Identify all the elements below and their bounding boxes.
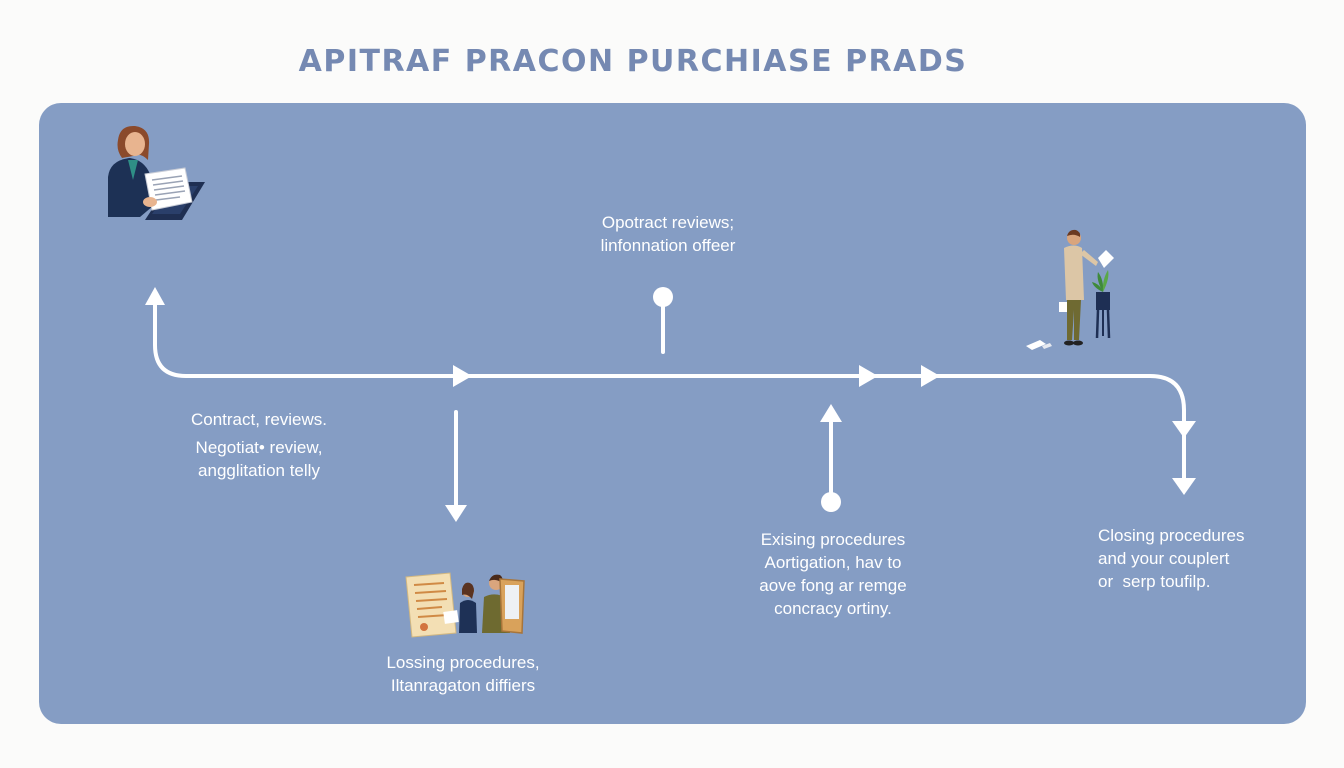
arrow-right-2-icon [859,365,878,387]
label-line: Exising procedures [760,530,906,549]
label-line: or serp toufilp. [1098,572,1211,591]
label-line: Negotiat• review, [195,438,323,457]
node-dot-top [653,287,673,307]
label-top-center: Opotract reviews; linfonnation offeer [568,211,768,257]
man-reading-document-with-plant-icon [1026,229,1114,350]
label-bottom-center: Lossing procedures, Iltanragaton diffier… [363,651,563,697]
two-people-with-documents-icon [405,572,525,638]
label-line: Aortigation, hav to [764,553,902,572]
node-dot-middle [821,492,841,512]
arrow-up-start-icon [145,287,165,305]
main-flow-line [153,298,1186,484]
label-right: Closing procedures and your couplert or … [1098,524,1283,593]
woman-with-laptop-and-document-icon [108,125,205,220]
label-line: aove fong ar remge [759,576,907,595]
arrow-up-branch-icon [820,404,842,422]
label-right-center: Exising procedures Aortigation, hav to a… [733,528,933,620]
label-line: Iltanragaton diffiers [390,676,536,695]
label-line: Opotract reviews; [601,213,735,232]
page-title: APITRAF PRACON PURCHIASE PRADS [298,44,968,79]
label-line: Lossing procedures, [386,653,540,672]
process-panel [39,103,1306,724]
label-line: angglitation telly [198,461,320,480]
arrow-down-right-2-icon [1172,478,1196,495]
label-line: Closing procedures [1098,526,1245,545]
arrow-right-3-icon [921,365,940,387]
label-line: concracy ortiny. [774,599,892,618]
arrow-down-right-1-icon [1172,421,1196,438]
label-left: Contract, reviews. Negotiat• review, ang… [159,406,359,485]
arrow-right-1-icon [453,365,472,387]
label-line: and your couplert [1098,549,1230,568]
arrow-down-branch-icon [445,505,467,522]
label-line: Contract, reviews. [190,410,328,429]
label-line: linfonnation offeer [600,236,736,255]
